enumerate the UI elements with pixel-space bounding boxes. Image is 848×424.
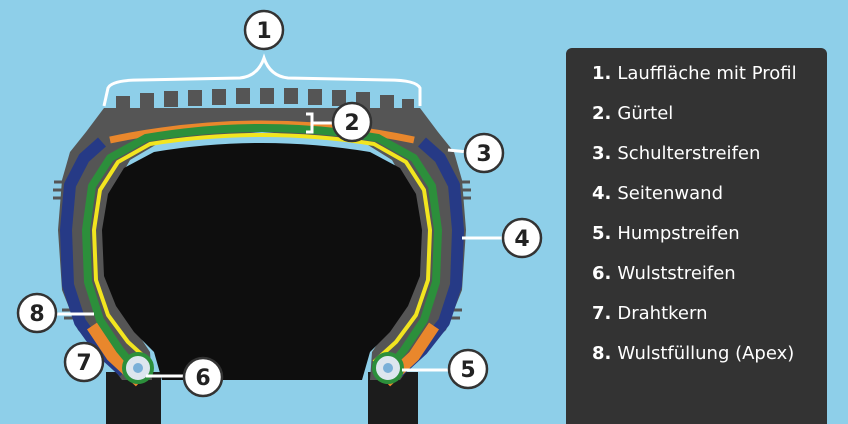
legend-item-2: 2.Gürtel <box>566 100 827 140</box>
legend-item-1: 1.Lauffläche mit Profil <box>566 60 827 100</box>
legend-number: 3. <box>592 143 612 164</box>
belt-layer <box>92 133 432 364</box>
legend-text: Seitenwand <box>617 183 724 204</box>
callout-6: 6 <box>182 356 224 398</box>
svg-text:3: 3 <box>476 142 491 167</box>
svg-text:2: 2 <box>344 111 359 136</box>
legend-number: 6. <box>592 263 612 284</box>
tread-blocks <box>116 88 414 111</box>
legend-text: Wulststreifen <box>617 263 736 284</box>
callout-3: 3 <box>463 132 505 174</box>
legend-number: 8. <box>592 343 612 364</box>
legend-text: Wulstfüllung (Apex) <box>617 343 795 364</box>
svg-text:5: 5 <box>460 358 475 383</box>
carcass-ply <box>82 124 442 375</box>
legend-item-6: 6.Wulststreifen <box>566 260 827 300</box>
svg-text:6: 6 <box>195 366 210 391</box>
legend-item-8: 8.Wulstfüllung (Apex) <box>566 340 827 380</box>
tread-brace <box>102 53 422 107</box>
legend-text: Drahtkern <box>617 303 708 324</box>
belt-bracket <box>306 112 334 134</box>
callout-8: 8 <box>16 292 58 334</box>
callout-4: 4 <box>501 217 543 259</box>
legend-item-4: 4.Seitenwand <box>566 180 827 220</box>
svg-text:4: 4 <box>514 227 529 252</box>
legend-number: 1. <box>592 63 612 84</box>
legend-number: 7. <box>592 303 612 324</box>
svg-text:7: 7 <box>76 351 91 376</box>
svg-text:1: 1 <box>256 19 271 44</box>
svg-text:8: 8 <box>29 302 44 327</box>
tire-outer-body <box>58 108 466 380</box>
legend-panel: 1.Lauffläche mit Profil 2.Gürtel 3.Schul… <box>566 48 827 424</box>
legend-text: Schulterstreifen <box>617 143 761 164</box>
legend-text: Humpstreifen <box>617 223 740 244</box>
bead-core-left <box>122 352 154 384</box>
sidewall-ribs <box>53 180 471 320</box>
callout-1: 1 <box>243 9 285 51</box>
callout-5: 5 <box>447 348 489 390</box>
legend-item-3: 3.Schulterstreifen <box>566 140 827 180</box>
bead-core-right <box>372 352 404 384</box>
legend-number: 2. <box>592 103 612 124</box>
legend-item-5: 5.Humpstreifen <box>566 220 827 260</box>
legend-item-7: 7.Drahtkern <box>566 300 827 340</box>
legend-text: Lauffläche mit Profil <box>617 63 797 84</box>
legend-number: 4. <box>592 183 612 204</box>
inner-cavity <box>102 143 422 380</box>
callout-7: 7 <box>63 341 105 383</box>
legend-text: Gürtel <box>617 103 674 124</box>
callout-2: 2 <box>331 101 373 143</box>
legend-number: 5. <box>592 223 612 244</box>
